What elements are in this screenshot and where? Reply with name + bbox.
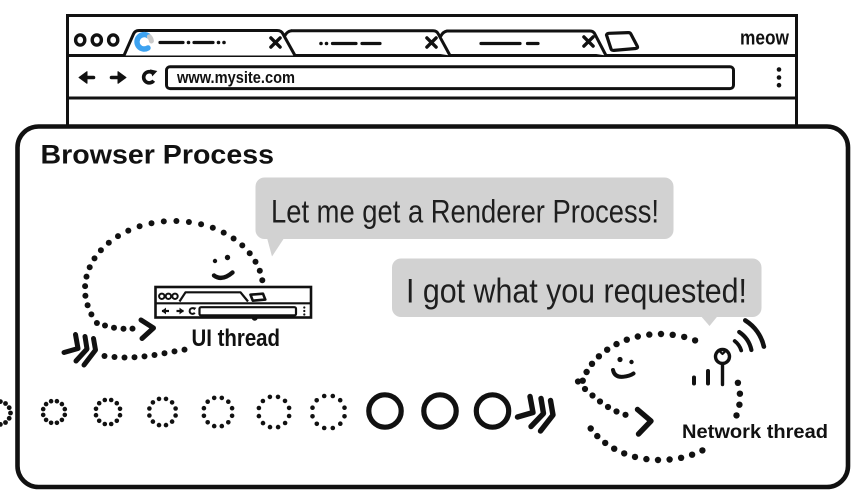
svg-text:I got what you requested!: I got what you requested! — [406, 273, 747, 311]
svg-text:Browser Process: Browser Process — [41, 140, 275, 170]
svg-text:Let me get a Renderer Process!: Let me get a Renderer Process! — [271, 194, 659, 230]
svg-text:Network thread: Network thread — [682, 422, 828, 443]
svg-text:meow: meow — [740, 28, 789, 50]
svg-text:www.mysite.com: www.mysite.com — [176, 69, 295, 87]
svg-text:UI thread: UI thread — [192, 325, 281, 352]
